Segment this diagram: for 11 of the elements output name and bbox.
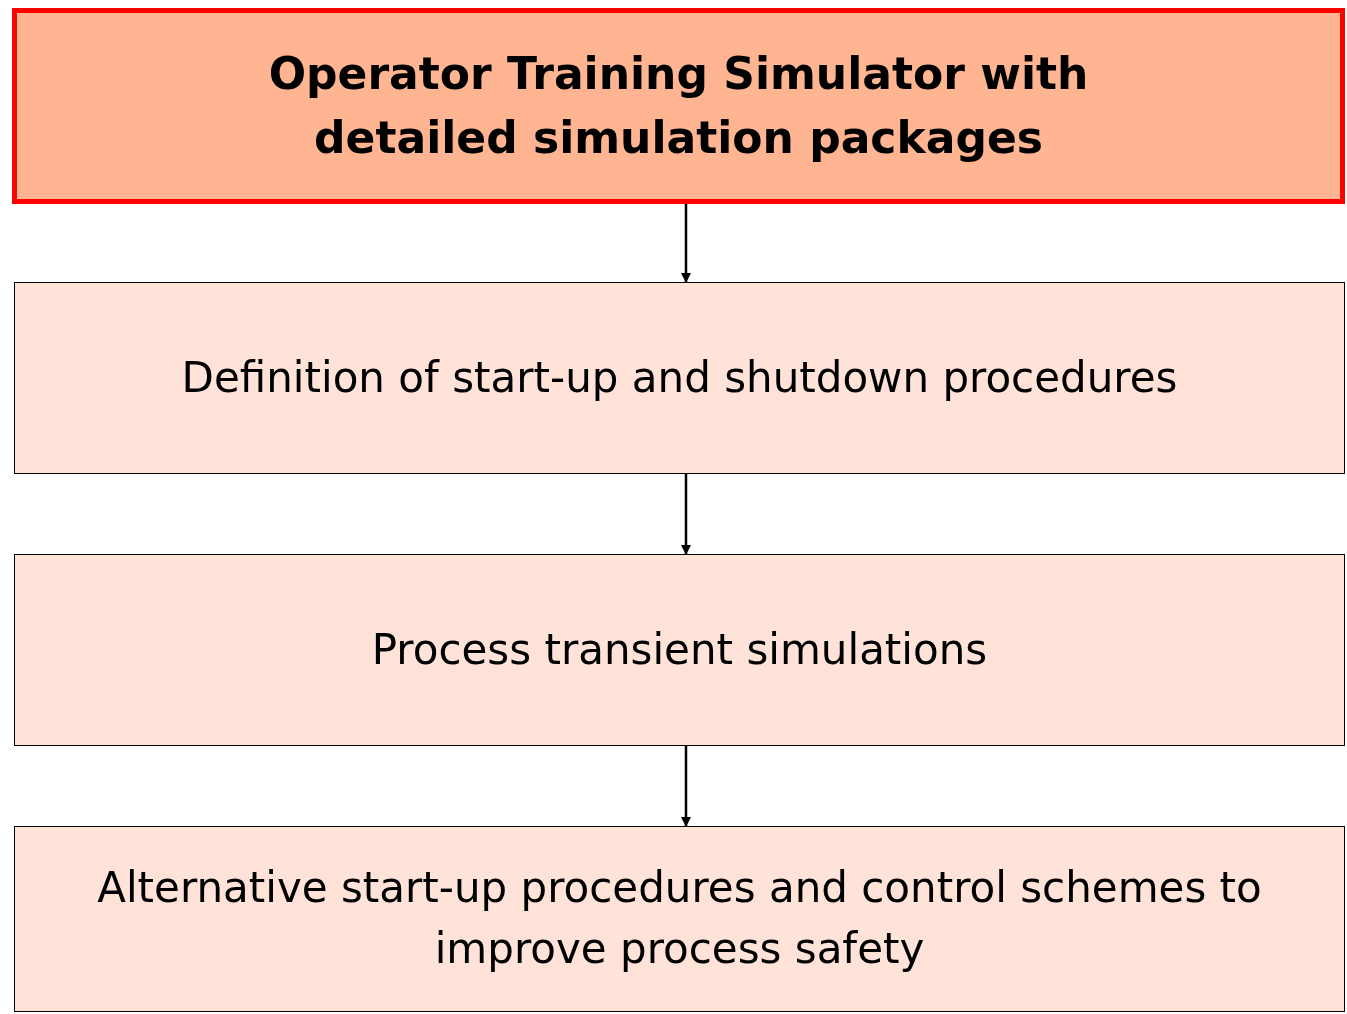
process-box (12, 8, 1345, 204)
arrow (681, 474, 691, 555)
arrow (681, 746, 691, 827)
process-box (14, 826, 1345, 1012)
box-text: Alternative start-up procedures and control schemes to improve process safety (96, 862, 1263, 975)
box-text: Process transient simulations (371, 623, 988, 676)
box-text: Operator Training Simulator with detailed simulation packages (267, 47, 1090, 165)
arrow (681, 204, 691, 283)
process-box (14, 282, 1345, 474)
box-text: Definition of start-up and shutdown procedures (181, 351, 1178, 404)
process-box (14, 554, 1345, 746)
